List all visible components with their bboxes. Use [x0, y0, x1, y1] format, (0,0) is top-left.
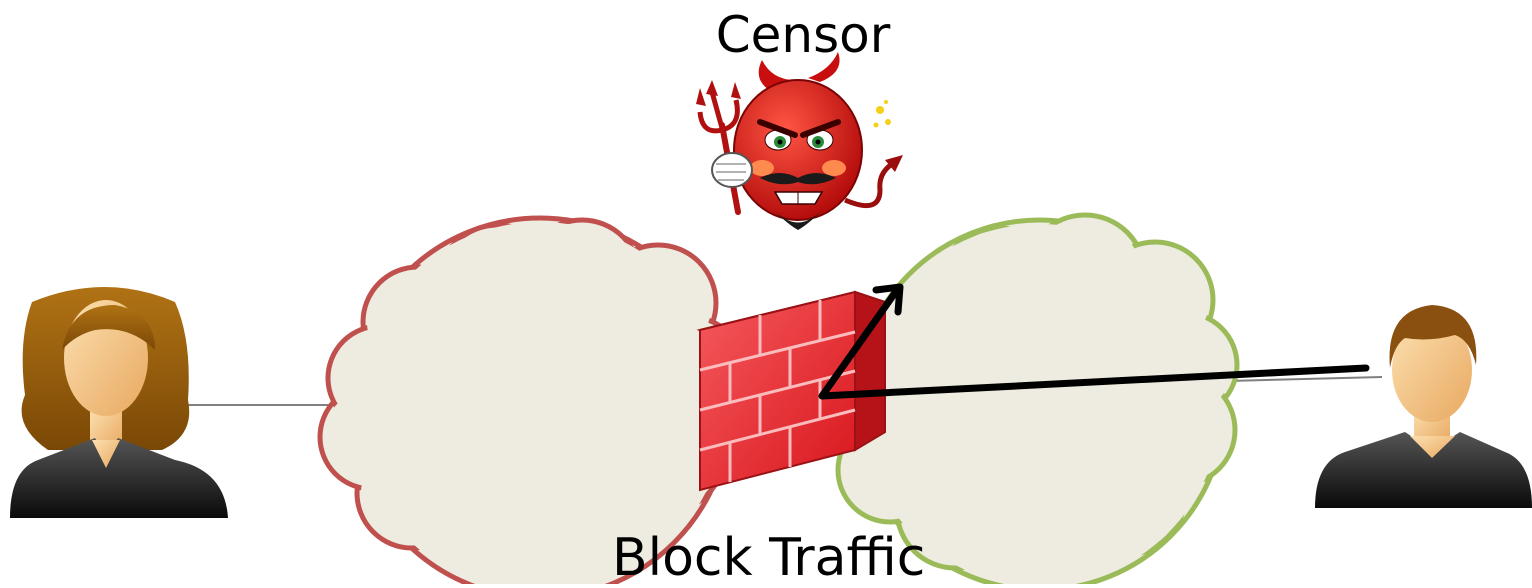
receiver-link-line: [1227, 376, 1383, 382]
devil-icon: [696, 52, 903, 230]
woman-user-icon: [10, 287, 228, 518]
left-network-cloud: [317, 215, 748, 584]
right-network-cloud: [835, 212, 1240, 584]
man-user-icon: [1315, 305, 1532, 508]
censor-label: Censor: [715, 6, 891, 64]
blocked-traffic-arrow: [818, 283, 1370, 400]
block-traffic-label: Block Traffic: [612, 528, 926, 588]
firewall-icon: [696, 290, 889, 492]
